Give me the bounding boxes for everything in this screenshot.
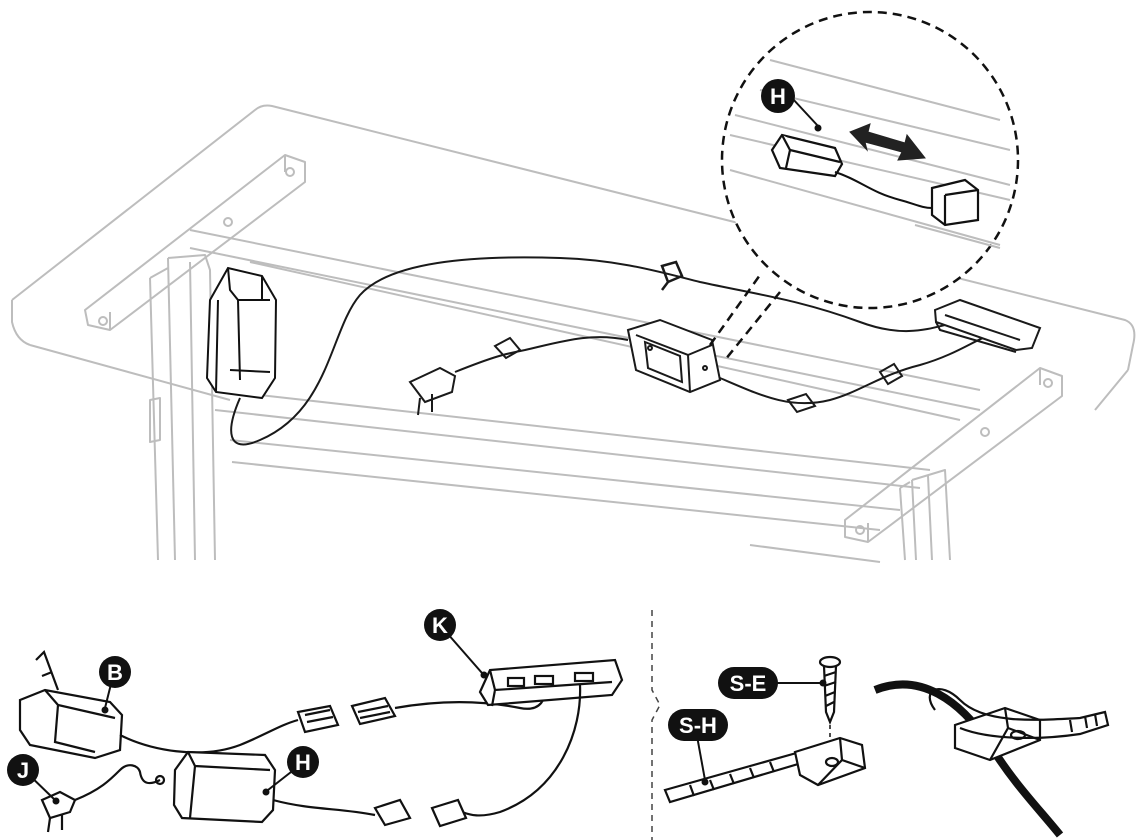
- mounted-hand-controller: [933, 298, 1042, 353]
- desktop-outline: [11, 104, 1136, 371]
- label-B: B: [107, 660, 123, 685]
- power-adapter: [18, 650, 124, 760]
- components-illustration: [18, 650, 624, 833]
- label-S-E-badge: [718, 667, 778, 699]
- zoom-callout: H: [708, 10, 1020, 361]
- cable-tie: [663, 736, 867, 804]
- label-S-H: S-H: [679, 713, 717, 738]
- label-S-H-badge: [668, 709, 728, 741]
- label-H: H: [295, 750, 311, 775]
- fastener-illustration: [663, 655, 1110, 838]
- right-crossbar: [844, 367, 1063, 543]
- left-leg: [149, 254, 216, 561]
- desk-illustration: [11, 104, 1136, 563]
- label-K-badge: [424, 609, 456, 641]
- fastener-labels: S-E S-H: [668, 667, 827, 786]
- zoom-circle: [720, 10, 1020, 310]
- label-K: K: [432, 613, 448, 638]
- label-J-badge: [7, 754, 39, 786]
- label-H-badge: [287, 746, 319, 778]
- control-box: [172, 750, 277, 824]
- label-zoom-H: H: [770, 84, 786, 109]
- hand-controller: [478, 658, 624, 707]
- desk-electronics: [205, 256, 1042, 446]
- label-zoom-H-badge: [761, 79, 795, 113]
- left-crossbar: [84, 154, 306, 331]
- installed-cable-tie: [873, 680, 1110, 838]
- long-beam-lower: [214, 389, 931, 531]
- power-cord: [40, 764, 166, 833]
- component-labels: B K H J: [7, 609, 488, 805]
- section-divider: [651, 610, 661, 840]
- desktop-edge: [29, 344, 1129, 563]
- label-B-badge: [99, 656, 131, 688]
- mounted-adapter: [205, 266, 278, 400]
- label-J: J: [17, 758, 29, 783]
- right-leg: [899, 469, 951, 561]
- label-S-E: S-E: [730, 671, 767, 696]
- screw: [818, 655, 842, 725]
- slide-arrow-icon: [849, 123, 926, 161]
- wall-plug: [408, 366, 457, 416]
- center-control-box: [626, 318, 722, 394]
